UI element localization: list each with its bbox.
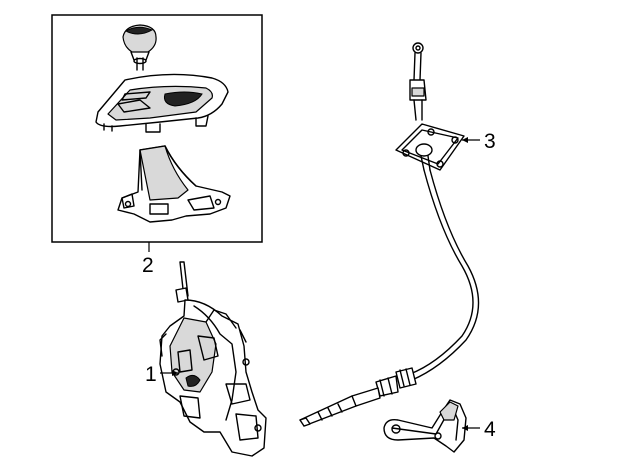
callout-4: 4 bbox=[484, 418, 496, 441]
callout-1: 1 bbox=[145, 363, 157, 386]
callout-2: 2 bbox=[142, 254, 154, 277]
part-1-shifter-assembly[interactable] bbox=[159, 261, 267, 457]
part-2-group bbox=[51, 14, 263, 243]
shifter-bezel[interactable] bbox=[95, 73, 229, 133]
part-4-cable-bracket[interactable] bbox=[383, 399, 467, 453]
shift-knob[interactable] bbox=[122, 24, 157, 71]
callout-3: 3 bbox=[484, 130, 496, 153]
shifter-boot[interactable] bbox=[117, 145, 231, 223]
part-3-shift-cable[interactable] bbox=[299, 42, 480, 427]
